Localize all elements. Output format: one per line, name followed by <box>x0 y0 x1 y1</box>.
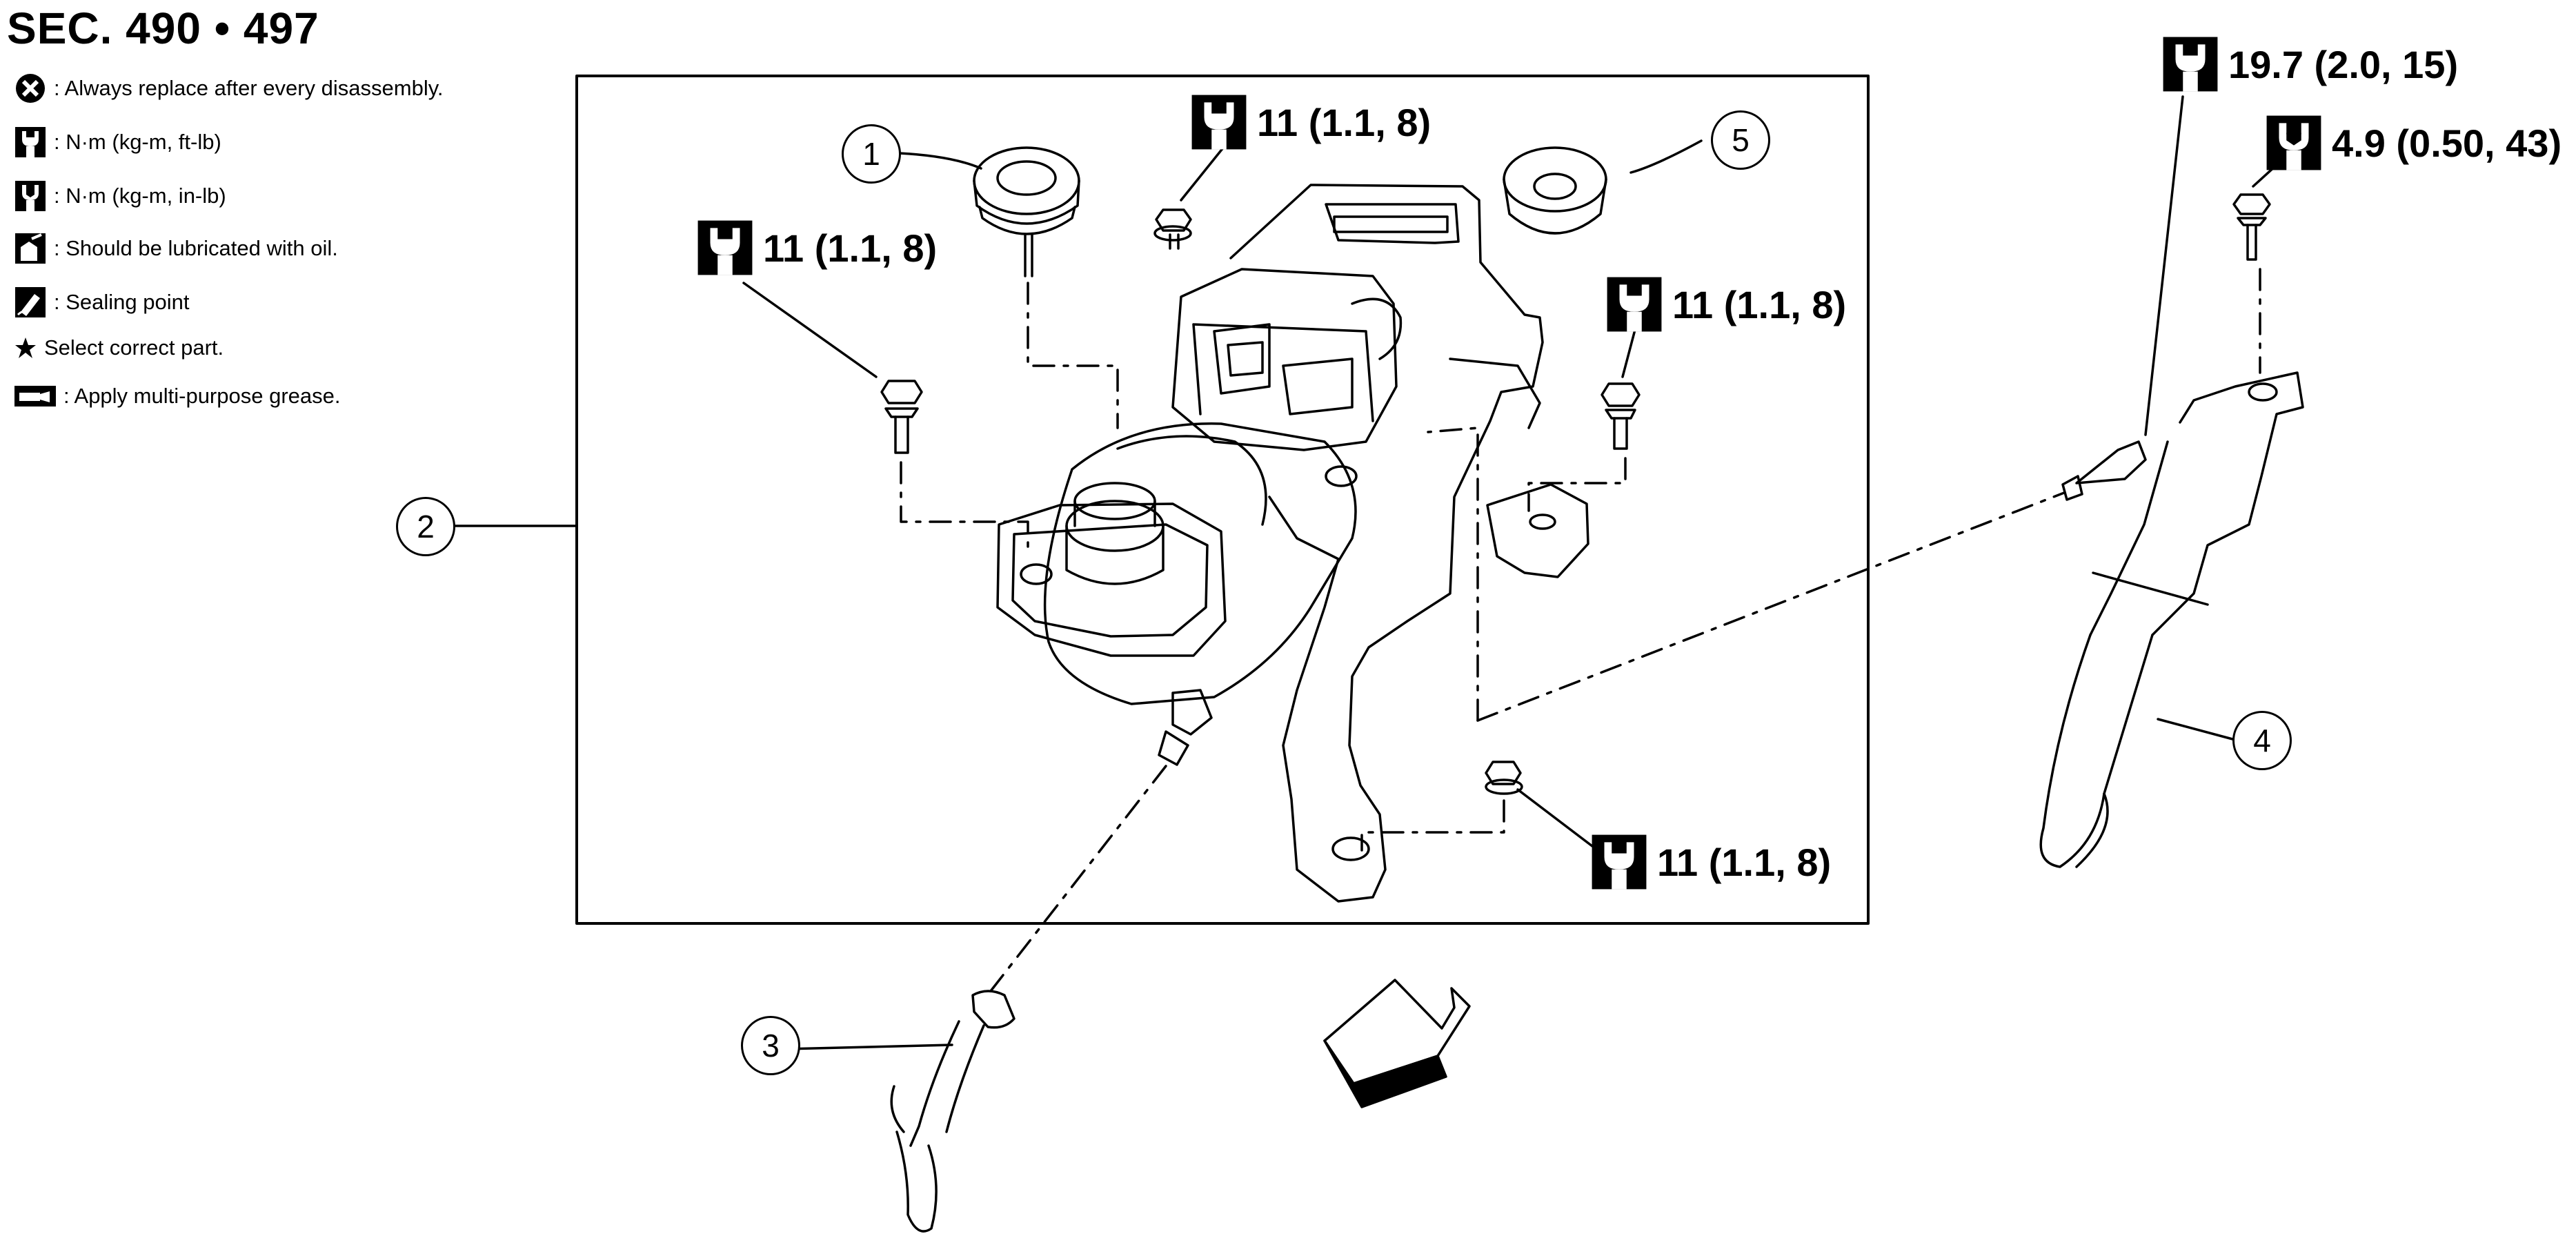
cap-alignment-line <box>1027 282 1119 429</box>
legend-row-star: Select correct part. <box>14 329 224 367</box>
torque-value: 11 (1.1, 8) <box>763 226 938 270</box>
legend-row-sealing: : Sealing point <box>14 283 189 322</box>
line-clip-bolt <box>2232 193 2271 261</box>
leader-line-4 <box>2157 718 2237 741</box>
mount-nut-bottom <box>1485 761 1523 795</box>
legend-row-replace: : Always replace after every disassembly… <box>14 69 444 108</box>
mount-nut-top <box>1153 208 1192 250</box>
callout-5: 5 <box>1711 110 1770 170</box>
torque-label-clip-bolt: 4.9 (0.50, 43) <box>2264 113 2562 173</box>
assembly-frame <box>575 75 1870 925</box>
torque-value: 19.7 (2.0, 15) <box>2228 42 2459 86</box>
torque-label-mount-right: 11 (1.1, 8) <box>1605 275 1846 334</box>
electric-power-steering-pump-part <box>996 184 1589 903</box>
star-icon <box>15 337 36 358</box>
callout-2: 2 <box>396 497 455 556</box>
torque-ft-lb-icon <box>1592 834 1647 890</box>
callout-4: 4 <box>2232 711 2292 770</box>
legend-text: : Always replace after every disassembly… <box>54 76 444 100</box>
mount-bolt-left <box>880 380 923 454</box>
leader-torque-nut <box>2144 95 2184 436</box>
legend-text: : Apply multi-purpose grease. <box>63 384 341 408</box>
legend-row-ft-lb: : N·m (kg-m, ft-lb) <box>14 123 221 161</box>
legend-text: : Sealing point <box>54 290 190 314</box>
reservoir-grommet-part <box>1503 146 1607 235</box>
torque-value: 11 (1.1, 8) <box>1657 840 1832 884</box>
section-title: SEC. 490 • 497 <box>7 3 319 53</box>
callout-1: 1 <box>842 124 901 184</box>
torque-ft-lb-icon <box>1191 95 1247 150</box>
torque-ft-lb-icon <box>697 220 753 275</box>
leader-torque-bottom <box>1516 788 1594 848</box>
legend-text: : N·m (kg-m, ft-lb) <box>54 130 221 154</box>
grease-icon <box>14 386 56 406</box>
leader-line-5 <box>1629 139 1703 174</box>
torque-value: 11 (1.1, 8) <box>1257 100 1431 144</box>
torque-label-mount-top: 11 (1.1, 8) <box>1189 92 1431 152</box>
front-direction-arrow-icon <box>1323 979 1471 1108</box>
torque-in-lb-icon <box>15 181 46 211</box>
legend-row-in-lb: : N·m (kg-m, in-lb) <box>14 177 226 215</box>
power-steering-line-part <box>2039 371 2304 868</box>
torque-ft-lb-icon <box>1607 277 1662 332</box>
legend-row-grease: : Apply multi-purpose grease. <box>14 377 341 415</box>
always-replace-icon <box>16 74 45 103</box>
legend-text: Select correct part. <box>44 335 224 360</box>
torque-ft-lb-icon <box>15 127 46 157</box>
sealing-point-icon <box>15 287 46 317</box>
torque-ft-lb-icon <box>2163 37 2218 92</box>
leader-line-3 <box>785 1044 953 1050</box>
reservoir-cap-part <box>973 146 1080 277</box>
line-alignment <box>1476 491 2065 722</box>
torque-label-line-nut: 19.7 (2.0, 15) <box>2161 35 2458 94</box>
suction-hose-part <box>890 990 1015 1233</box>
legend-row-oil: : Should be lubricated with oil. <box>14 229 338 268</box>
torque-label-mount-left: 11 (1.1, 8) <box>695 218 937 277</box>
torque-value: 4.9 (0.50, 43) <box>2332 121 2562 165</box>
torque-label-mount-bottom: 11 (1.1, 8) <box>1589 832 1831 892</box>
legend-text: : N·m (kg-m, in-lb) <box>54 184 226 208</box>
leader-torque-left <box>742 282 878 378</box>
torque-in-lb-icon <box>2266 115 2321 170</box>
leader-torque-top <box>1180 142 1228 202</box>
leader-line-1 <box>898 152 982 170</box>
oil-can-icon <box>15 233 46 264</box>
callout-3: 3 <box>741 1016 800 1075</box>
torque-value: 11 (1.1, 8) <box>1672 282 1847 326</box>
legend-text: : Should be lubricated with oil. <box>54 236 338 260</box>
mount-bolt-right <box>1601 382 1641 450</box>
